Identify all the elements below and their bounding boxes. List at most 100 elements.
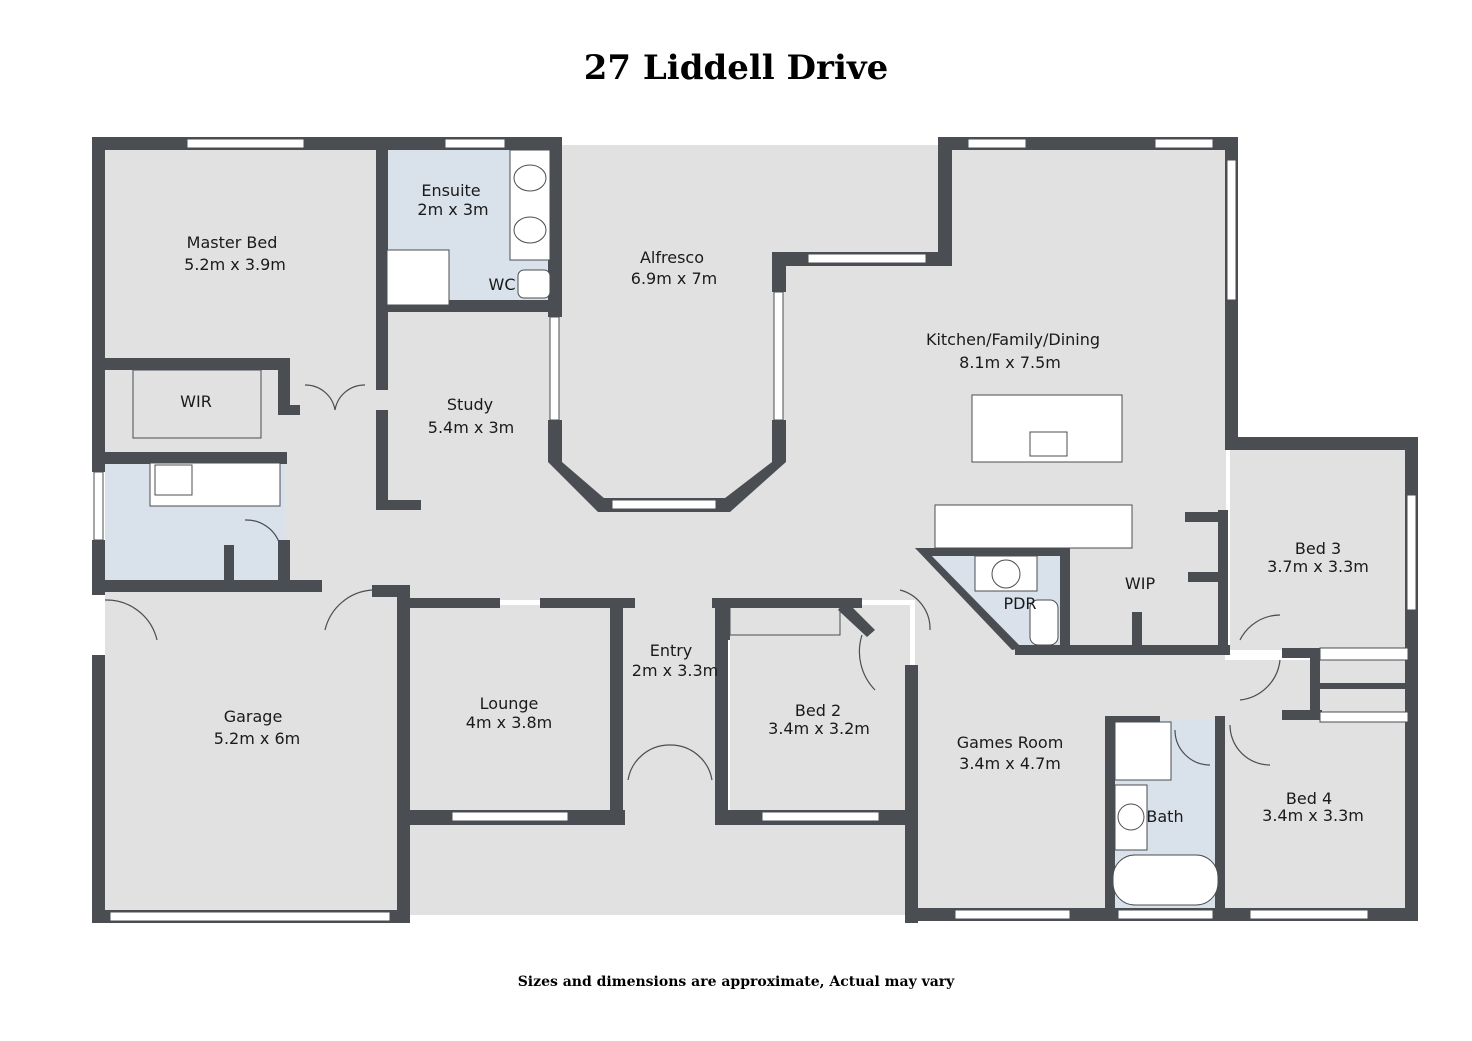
ensuite-basin-icon <box>513 164 547 192</box>
room-name: Bed 3 <box>1295 539 1341 558</box>
door-swing <box>304 384 336 411</box>
plan-title: 27 Liddell Drive <box>583 48 889 88</box>
wall <box>716 462 786 512</box>
room-name: Ensuite <box>421 181 480 200</box>
wall <box>720 600 730 640</box>
wall <box>1282 710 1322 720</box>
window <box>549 316 560 421</box>
door-swing <box>244 519 281 546</box>
floor-bed2 <box>730 605 910 815</box>
window <box>1154 138 1214 149</box>
bathtub-icon <box>1112 854 1219 906</box>
window <box>954 909 1071 920</box>
room-name: Lounge <box>480 694 539 713</box>
window <box>967 138 1027 149</box>
wall <box>1185 512 1225 522</box>
door-swing <box>1229 724 1271 766</box>
wall <box>397 585 410 923</box>
ensuite-shower-icon <box>386 249 450 306</box>
room-name: WIR <box>180 392 212 411</box>
wall <box>224 545 234 585</box>
wall <box>1105 716 1160 726</box>
laundry-sink-icon <box>154 464 193 496</box>
room-size: 3.4m x 4.7m <box>959 754 1061 773</box>
wall <box>92 452 287 464</box>
wall <box>610 600 623 825</box>
room-name: Garage <box>224 707 283 726</box>
wall <box>1215 716 1225 911</box>
door-swing <box>104 599 158 641</box>
wall <box>772 420 786 462</box>
wall <box>1282 648 1322 658</box>
room-name: Bed 4 <box>1286 789 1332 808</box>
windows <box>93 138 1417 922</box>
window <box>761 811 880 822</box>
pdr-toilet-icon <box>1029 599 1059 646</box>
door-swing <box>1174 729 1211 766</box>
window <box>1406 494 1417 611</box>
floor-entry <box>620 600 720 830</box>
room-name: Kitchen/Family/Dining <box>926 330 1100 349</box>
wall <box>1225 437 1418 450</box>
room-name: Games Room <box>957 733 1064 752</box>
disclaimer: Sizes and dimensions are approximate, Ac… <box>517 974 955 990</box>
wall <box>1060 548 1070 653</box>
room-name: PDR <box>1003 594 1036 613</box>
room-name: Bath <box>1146 807 1183 826</box>
wall <box>278 540 290 588</box>
wall <box>905 665 918 923</box>
door-swing <box>334 384 366 411</box>
window <box>451 811 569 822</box>
wall <box>1105 716 1115 911</box>
door-swing <box>324 589 373 631</box>
window <box>93 471 104 541</box>
wall <box>376 410 388 510</box>
wall <box>838 600 875 637</box>
wall <box>372 585 410 597</box>
floor-bed3 <box>1230 450 1408 650</box>
bed2-robe <box>729 606 841 636</box>
wall <box>92 137 105 472</box>
window <box>773 291 784 421</box>
room-name: Study <box>447 395 493 414</box>
window <box>186 138 305 149</box>
room-size: 2m x 3m <box>417 200 488 219</box>
wall <box>278 405 300 415</box>
door-swing <box>1239 659 1281 701</box>
room-size: 6.9m x 7m <box>631 269 717 288</box>
door-swing <box>899 589 931 631</box>
wall <box>1188 572 1225 582</box>
window <box>1226 159 1237 301</box>
wall <box>540 598 635 608</box>
kitchen-bench <box>934 504 1133 549</box>
wall <box>712 598 862 608</box>
doors <box>104 384 1281 781</box>
kitchen-sink-icon <box>1029 431 1068 457</box>
window <box>807 253 927 264</box>
floor-areas <box>105 145 1410 915</box>
room-size: 3.4m x 3.2m <box>768 719 870 738</box>
door-swing <box>1239 614 1281 641</box>
window <box>1249 909 1369 920</box>
room-name: WIP <box>1125 574 1156 593</box>
window <box>611 499 717 510</box>
wall <box>1310 683 1410 689</box>
window <box>109 911 391 922</box>
fixtures <box>132 149 1409 906</box>
pdr-basin-icon <box>991 559 1021 589</box>
wall <box>548 462 612 512</box>
wall <box>1218 510 1228 655</box>
wc-toilet-icon <box>517 269 551 299</box>
wall <box>915 548 1062 556</box>
wall <box>92 655 105 923</box>
room-size: 3.7m x 3.3m <box>1267 557 1369 576</box>
bath-basin-icon <box>1117 803 1145 831</box>
room-name: WC <box>489 275 516 294</box>
bed3-robe <box>1319 647 1409 661</box>
wall <box>376 500 421 510</box>
wall <box>715 600 728 825</box>
door-swing <box>858 634 876 691</box>
room-size: 3.4m x 3.3m <box>1262 806 1364 825</box>
room-size: 4m x 3.8m <box>466 713 552 732</box>
